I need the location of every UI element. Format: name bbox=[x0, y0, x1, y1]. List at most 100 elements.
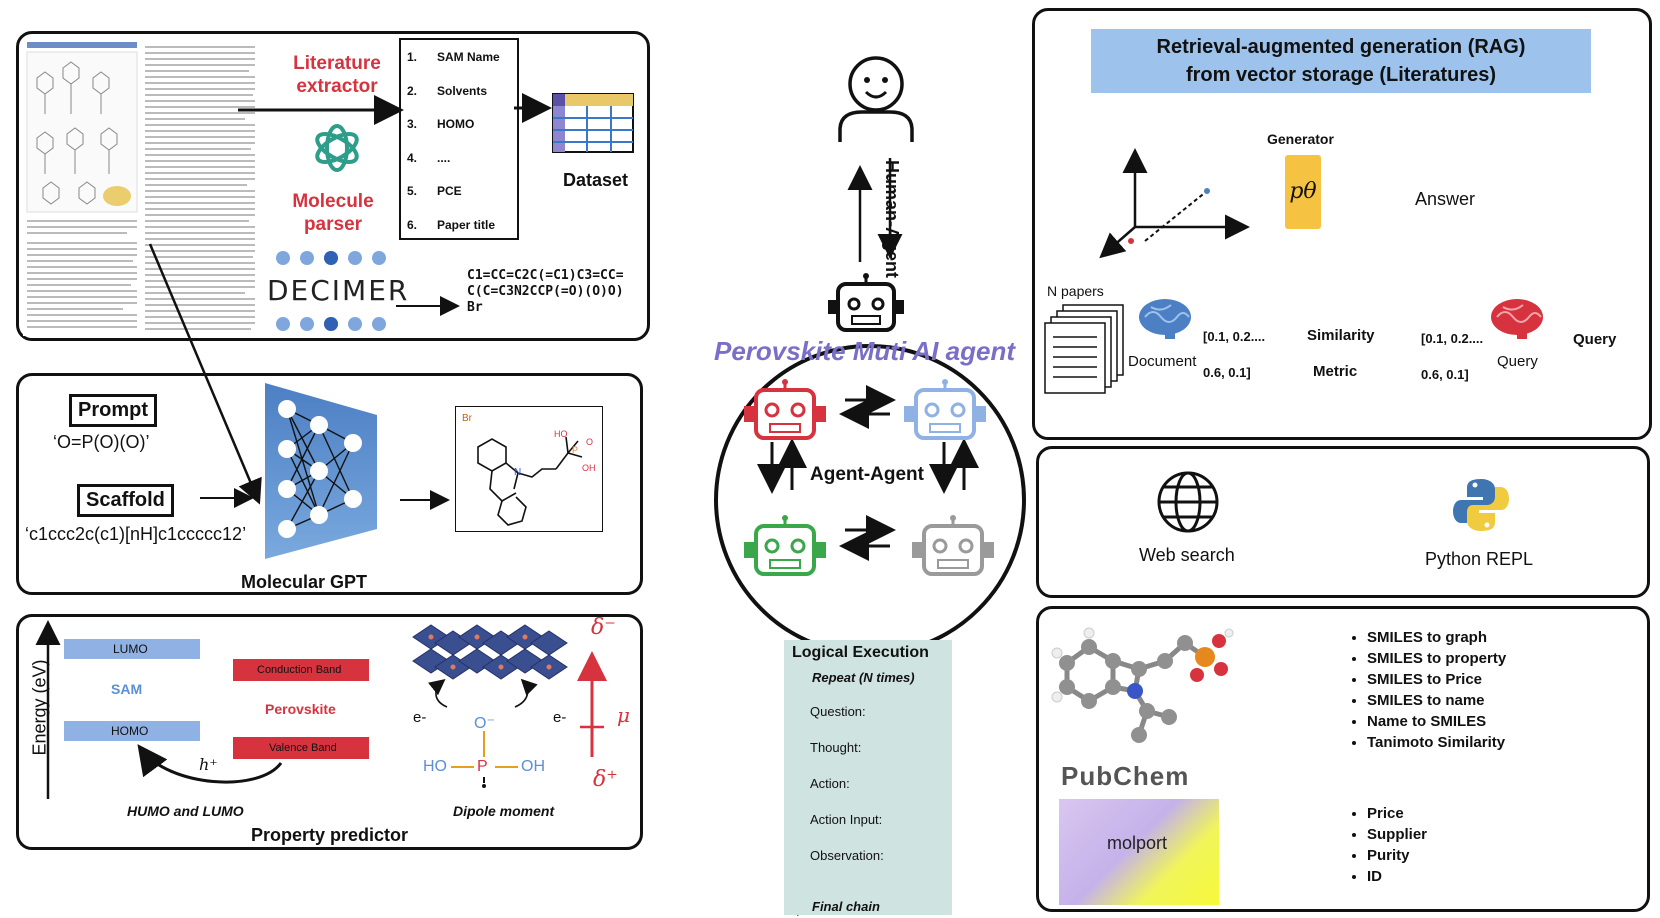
phosphonic-ho: HO bbox=[423, 758, 447, 775]
openai-logo-icon bbox=[315, 124, 359, 172]
field-name: SAM Name bbox=[437, 50, 500, 64]
phosphonic-p: P bbox=[477, 758, 488, 775]
homo-lumo-caption: HUMO and LUMO bbox=[127, 803, 244, 819]
query-label: Query bbox=[1497, 353, 1538, 370]
decimer-dots-art bbox=[276, 251, 386, 331]
rag-title-box: Retrieval-augmented generation (RAG) fro… bbox=[1091, 29, 1591, 93]
mu-label: μ bbox=[617, 703, 630, 727]
human-agent-label: Human-Agent bbox=[882, 160, 902, 278]
logic-step: Observation: bbox=[810, 848, 884, 863]
main-agent-robot-icon bbox=[828, 273, 904, 332]
field-number: 2. bbox=[407, 83, 418, 98]
pubchem-logo[interactable]: PubChem bbox=[1061, 761, 1190, 791]
generator-label: Generator bbox=[1267, 131, 1334, 147]
generator-box: pθ bbox=[1285, 155, 1321, 229]
rag-panel: Retrieval-augmented generation (RAG) fro… bbox=[1032, 8, 1652, 440]
scaffold-label: Scaffold bbox=[77, 484, 174, 517]
logic-step: Action: bbox=[810, 776, 850, 791]
multi-agent-title: Perovskite Muti AI agent bbox=[714, 336, 1015, 366]
query-input-label: Query bbox=[1573, 331, 1617, 348]
lumo-label: LUMO bbox=[113, 642, 148, 656]
molport-features-list: PriceSupplierPurityID bbox=[1345, 805, 1427, 889]
agent-agent-label: Agent-Agent bbox=[810, 464, 924, 485]
red-agent-robot-icon bbox=[744, 379, 826, 440]
green-agent-robot-icon bbox=[744, 515, 826, 576]
valence-band-label: Valence Band bbox=[269, 742, 337, 754]
molecule-parser-label: Molecule parser bbox=[292, 191, 374, 235]
molecule-n-label: N bbox=[514, 467, 522, 478]
neural-network-art bbox=[265, 383, 377, 559]
field-number: 5. bbox=[407, 184, 418, 198]
property-panel: Energy (eV) LUMO SAM HOMO Conduction Ban… bbox=[16, 614, 643, 850]
scaffold-value: ‘c1ccc2c(c1)[nH]c1ccccc12’ bbox=[25, 524, 247, 544]
electron-left-label: e- bbox=[413, 709, 427, 726]
feature-item: Purity bbox=[1367, 847, 1427, 864]
molecule-br-label: Br bbox=[462, 413, 472, 424]
carbazole-molecule-art bbox=[477, 436, 583, 526]
property-art bbox=[35, 620, 607, 799]
p-theta-label: pθ bbox=[1289, 179, 1317, 204]
feature-item: SMILES to Price bbox=[1367, 671, 1506, 688]
property-predictor-title: Property predictor bbox=[251, 825, 409, 845]
feature-item: SMILES to graph bbox=[1367, 629, 1506, 646]
globe-icon[interactable] bbox=[1155, 469, 1221, 535]
prompt-value: ‘O=P(O)(O)’ bbox=[53, 432, 150, 452]
feature-item: Price bbox=[1367, 805, 1427, 822]
paper-page-art bbox=[23, 38, 259, 336]
python-repl-label[interactable]: Python REPL bbox=[1425, 549, 1534, 569]
doc-vector-start: [0.1, 0.2.... bbox=[1203, 329, 1266, 344]
pubchem-features-list: SMILES to graphSMILES to propertySMILES … bbox=[1345, 629, 1506, 755]
papers-stack-icon bbox=[1044, 304, 1124, 394]
repeat-label: Repeat (N times) bbox=[812, 670, 915, 685]
field-name: HOMO bbox=[437, 117, 475, 131]
delta-minus-label: δ⁻ bbox=[591, 615, 616, 640]
hole-label: h⁺ bbox=[199, 755, 218, 774]
query-vector-start: [0.1, 0.2.... bbox=[1421, 331, 1484, 346]
vector-space-axes-icon bbox=[1099, 148, 1250, 259]
extracted-field-item: 3.HOMO bbox=[407, 117, 500, 151]
web-search-label[interactable]: Web search bbox=[1139, 545, 1235, 565]
field-name: Paper title bbox=[437, 217, 496, 232]
electron-right-label: e- bbox=[553, 709, 567, 726]
doc-vector-end: 0.6, 0.1] bbox=[1203, 365, 1251, 380]
molecule-oh-label: OH bbox=[582, 463, 596, 473]
blue-agent-robot-icon bbox=[904, 379, 986, 440]
molecule-o-label: O bbox=[586, 437, 594, 447]
delta-plus-label: δ⁺ bbox=[593, 767, 618, 792]
logic-step: Question: bbox=[810, 704, 866, 719]
sam-label: SAM bbox=[111, 681, 143, 697]
rag-title-line1: Retrieval-augmented generation (RAG) bbox=[1156, 36, 1526, 58]
smiles-output: C1=CC=C2C(=C1)C3=CC=C(C=C3N2CCP(=O)(O)O)… bbox=[467, 268, 624, 315]
generated-molecule-box: Br N HO P O OH bbox=[455, 406, 603, 532]
phosphonic-o-minus: O⁻ bbox=[474, 715, 495, 732]
dipole-caption: Dipole moment bbox=[453, 803, 555, 819]
ball-stick-molecule-art bbox=[1051, 627, 1234, 743]
paper-thumbnail bbox=[23, 38, 259, 336]
extracted-field-item: 4..... bbox=[407, 151, 500, 185]
conduction-band-label: Conduction Band bbox=[257, 664, 342, 676]
tools-panel: Web search Python REPL bbox=[1036, 446, 1650, 598]
extracted-field-item: 5. PCE bbox=[407, 184, 500, 218]
field-name: PCE bbox=[437, 184, 462, 198]
phosphonic-oh: OH bbox=[521, 758, 545, 775]
homo-label: HOMO bbox=[111, 724, 149, 738]
field-number: 4. bbox=[407, 150, 418, 165]
query-vector-end: 0.6, 0.1] bbox=[1421, 367, 1469, 382]
extracted-field-item: 1.SAM Name bbox=[407, 50, 500, 84]
python-logo-icon[interactable] bbox=[1451, 475, 1511, 535]
molecular-gpt-title: Molecular GPT bbox=[241, 572, 368, 592]
feature-item: ID bbox=[1367, 868, 1427, 885]
molecule-p-label: P bbox=[572, 445, 579, 455]
decimer-logo: DECIMER bbox=[267, 274, 410, 307]
feature-item: Name to SMILES bbox=[1367, 713, 1506, 730]
molport-logo-box[interactable]: molport bbox=[1059, 799, 1219, 905]
logic-step: Thought: bbox=[810, 740, 862, 755]
similarity-label: Similarity bbox=[1307, 327, 1375, 344]
query-brain-icon bbox=[1491, 299, 1543, 339]
dataset-label: Dataset bbox=[563, 170, 629, 190]
feature-item: Supplier bbox=[1367, 826, 1427, 843]
document-brain-icon bbox=[1139, 299, 1191, 339]
dataset-table-icon bbox=[552, 93, 634, 153]
